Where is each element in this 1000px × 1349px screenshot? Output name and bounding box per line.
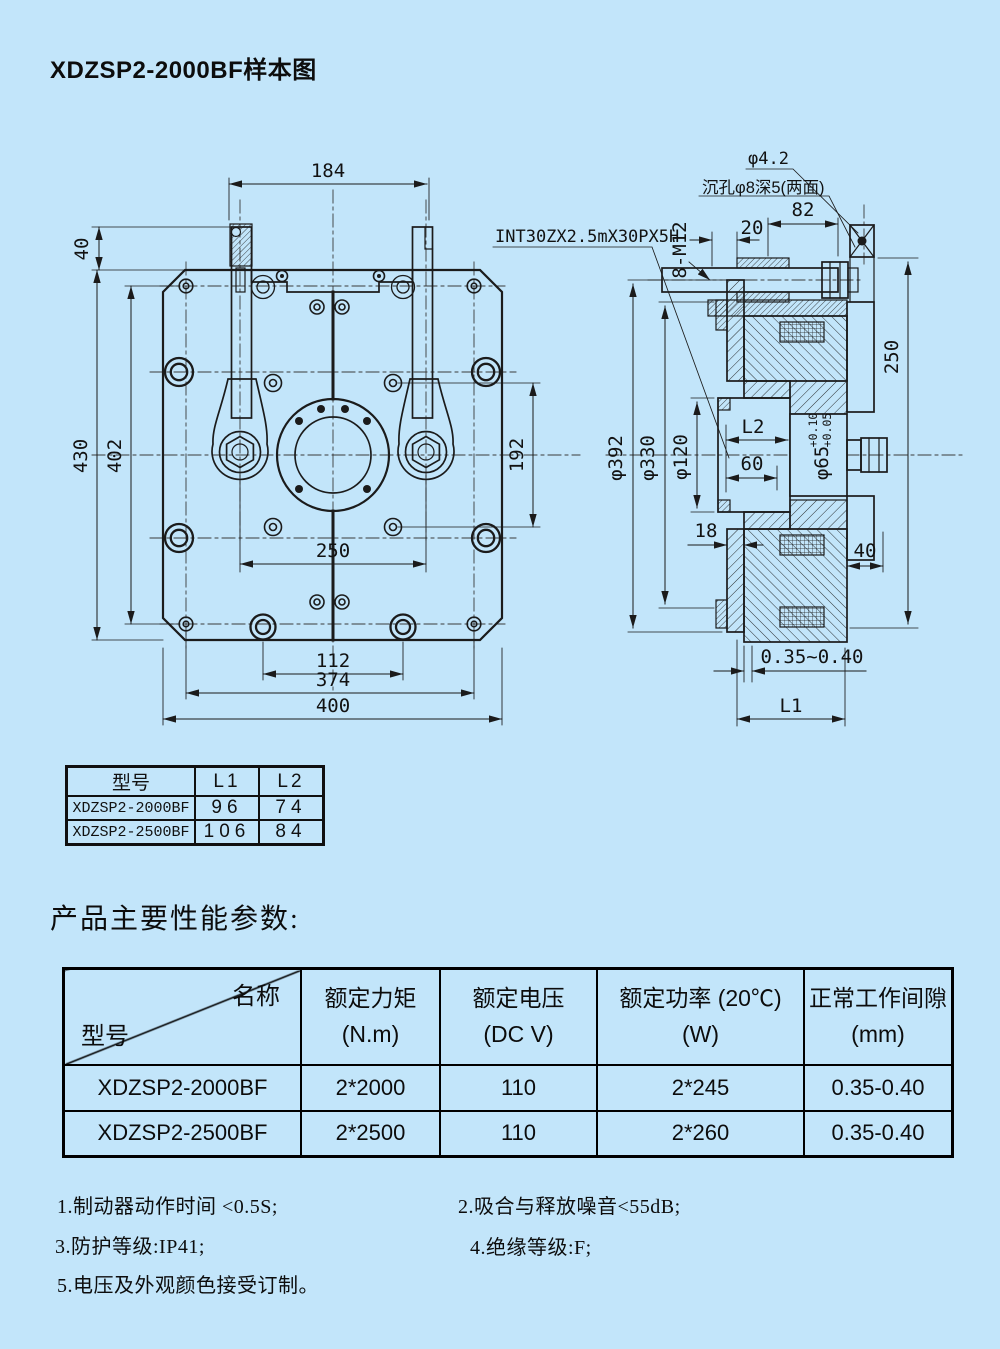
cell-torque: 2*2000 [300, 1063, 441, 1112]
side-dimensions: INT30ZX2.5mX30PX5H φ4.2 沉孔φ8深5(两面) 82 20… [495, 149, 919, 727]
dim-label-374: 374 [316, 669, 350, 691]
table-row: XDZSP2-2000BF 96 74 [65, 795, 325, 821]
size-table-l2-cell: 84 [258, 819, 325, 846]
spline-spec-label: INT30ZX2.5mX30PX5H [495, 227, 679, 247]
front-center-flange [275, 397, 391, 513]
front-top-bracket [250, 269, 414, 293]
dim-label-l1: L1 [780, 695, 803, 717]
dim-label-402: 402 [104, 439, 126, 473]
size-table-header-l1: L1 [194, 765, 260, 797]
side-mounting-plate [846, 224, 875, 561]
side-leaders [492, 168, 859, 459]
dim-label-400: 400 [316, 695, 350, 717]
front-arms [229, 223, 434, 419]
cell-voltage: 110 [439, 1109, 598, 1158]
dim-label-60: 60 [741, 453, 764, 475]
table-row: XDZSP2-2500BF 2*2500 110 2*260 0.35-0.40 [62, 1109, 954, 1158]
header-voltage-line1: 额定电压 [472, 985, 565, 1012]
dia-label-120: φ120 [670, 434, 692, 480]
dim-label-250-side: 250 [881, 340, 903, 374]
dim-label-l2: L2 [742, 416, 765, 438]
size-table-header-row: 型号 L1 L2 [65, 765, 325, 797]
corner-header-cell: 名称 型号 [62, 967, 302, 1066]
size-table: 型号 L1 L2 XDZSP2-2000BF 96 74 XDZSP2-2500… [65, 765, 325, 846]
dim-label-40-side: 40 [854, 540, 877, 562]
header-voltage: 额定电压 (DC V) [439, 967, 598, 1066]
dim-label-250: 250 [316, 540, 350, 562]
tolerance-upper-label: +0.10 [806, 413, 820, 448]
note-5: 5.电压及外观颜色接受订制。 [57, 1275, 319, 1297]
front-holes [163, 269, 502, 641]
page-title: XDZSP2-2000BF样本图 [50, 57, 317, 84]
cell-gap: 0.35-0.40 [803, 1109, 954, 1158]
table-row: XDZSP2-2500BF 106 84 [65, 819, 325, 846]
header-torque-line2: (N.m) [341, 1020, 400, 1047]
performance-table-header-row: 名称 型号 额定力矩 (N.m) 额定电压 (DC V) 额定功率 (20℃) … [62, 967, 954, 1066]
cell-model: XDZSP2-2500BF [62, 1109, 302, 1158]
dim-label-40: 40 [71, 238, 93, 261]
header-torque: 额定力矩 (N.m) [300, 967, 441, 1066]
size-table-l1-cell: 96 [194, 795, 260, 821]
dim-label-192: 192 [506, 438, 528, 472]
front-lever-left [211, 378, 269, 481]
cell-model: XDZSP2-2000BF [62, 1063, 302, 1112]
size-table-header-model: 型号 [65, 765, 196, 797]
air-gap-label: 0.35~0.40 [761, 646, 864, 668]
size-table-header-l2: L2 [258, 765, 325, 797]
front-view: 184 40 430 402 192 250 112 374 400 [70, 160, 581, 726]
table-row: XDZSP2-2000BF 2*2000 110 2*245 0.35-0.40 [62, 1063, 954, 1112]
header-gap-line1: 正常工作间隙 [809, 985, 947, 1012]
technical-drawing: 184 40 430 402 192 250 112 374 400 [70, 149, 963, 727]
hole-dia-label: φ4.2 [748, 149, 789, 169]
cell-torque: 2*2500 [300, 1109, 441, 1158]
front-dimensions: 184 40 430 402 192 250 112 374 400 [70, 160, 541, 726]
corner-label-model: 型号 [81, 1023, 129, 1051]
tolerance-lower-label: +0.05 [820, 413, 834, 448]
thread-label-8m12: 8-M12 [669, 221, 691, 278]
header-power: 额定功率 (20℃) (W) [596, 967, 805, 1066]
params-heading: 产品主要性能参数: [50, 904, 300, 935]
cell-gap: 0.35-0.40 [803, 1063, 954, 1112]
side-view: INT30ZX2.5mX30PX5H φ4.2 沉孔φ8深5(两面) 82 20… [492, 149, 963, 727]
note-2: 2.吸合与释放噪音<55dB; [458, 1196, 681, 1218]
note-3: 3.防护等级:IP41; [55, 1236, 205, 1258]
side-shaft-nut [846, 437, 888, 473]
header-torque-line1: 额定力矩 [324, 985, 417, 1012]
front-lever-right [397, 378, 455, 481]
header-gap: 正常工作间隙 (mm) [803, 967, 954, 1066]
size-table-l1-cell: 106 [194, 819, 260, 846]
cell-power: 2*260 [596, 1109, 805, 1158]
dia-label-65: φ65 [811, 446, 833, 480]
counterbore-label: 沉孔φ8深5(两面) [702, 178, 825, 197]
size-table-l2-cell: 74 [258, 795, 325, 821]
note-1: 1.制动器动作时间 <0.5S; [57, 1196, 278, 1218]
performance-table: 名称 型号 额定力矩 (N.m) 额定电压 (DC V) 额定功率 (20℃) … [62, 967, 954, 1158]
dim-label-18: 18 [695, 520, 718, 542]
dia-label-392: φ392 [605, 435, 627, 481]
cell-power: 2*245 [596, 1063, 805, 1112]
dim-label-82: 82 [792, 199, 815, 221]
header-power-line1: 额定功率 (20℃) [619, 985, 782, 1012]
dim-label-184: 184 [311, 160, 345, 182]
side-stud-bolt [661, 257, 859, 303]
header-gap-line2: (mm) [851, 1020, 905, 1047]
dim-label-112: 112 [316, 650, 350, 672]
dim-label-20: 20 [741, 217, 764, 239]
corner-label-name: 名称 [232, 983, 280, 1010]
size-table-model-cell: XDZSP2-2000BF [65, 795, 196, 821]
size-table-model-cell: XDZSP2-2500BF [65, 819, 196, 846]
dia-label-330: φ330 [637, 435, 659, 481]
header-voltage-line2: (DC V) [483, 1020, 554, 1047]
cell-voltage: 110 [439, 1063, 598, 1112]
dim-label-430: 430 [70, 439, 92, 473]
note-4: 4.绝缘等级:F; [470, 1237, 592, 1259]
header-power-line2: (W) [681, 1020, 720, 1047]
